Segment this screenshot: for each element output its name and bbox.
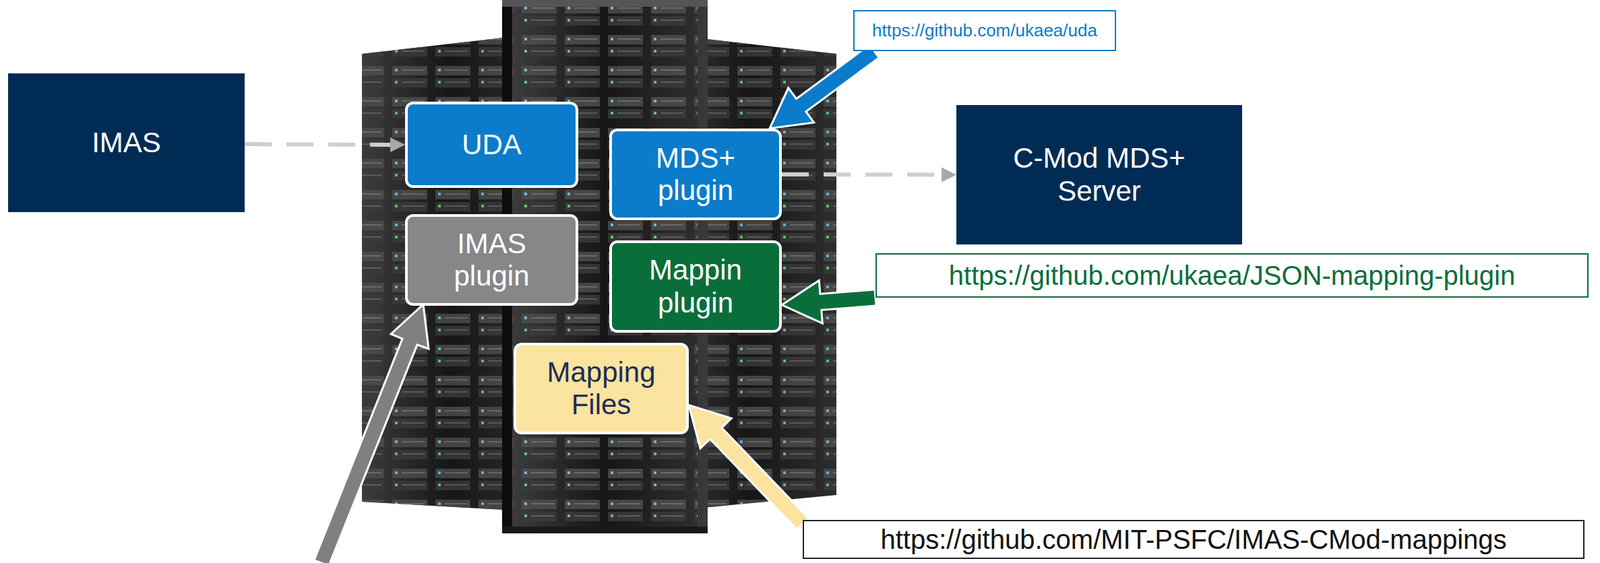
plugin-box: MDS+ plugin	[609, 128, 782, 222]
box-label: UDA	[461, 128, 522, 162]
system-box: IMAS	[8, 73, 245, 213]
url-box: https://github.com/ukaea/JSON-mapping-pl…	[875, 253, 1589, 298]
callout-arrow	[688, 405, 809, 531]
callout-arrow	[769, 44, 879, 129]
box-label: Mappin plugin	[624, 254, 767, 320]
server-box: C-Mod MDS+ Server	[956, 105, 1243, 245]
url-box: https://github.com/ukaea/uda	[853, 10, 1117, 52]
dashed-connector	[244, 137, 406, 153]
dashed-connector	[781, 167, 957, 183]
url-label: https://github.com/MIT-PSFC/IMAS-CMod-ma…	[880, 524, 1507, 556]
box-label: IMAS plugin	[421, 227, 563, 294]
plugin-box: IMAS plugin	[405, 214, 579, 307]
box-label: C-Mod MDS+ Server	[998, 142, 1201, 208]
box-label: MDS+ plugin	[624, 142, 767, 208]
system-box: UDA	[405, 101, 579, 189]
url-label: https://github.com/ukaea/JSON-mapping-pl…	[948, 260, 1516, 292]
url-label: https://github.com/ukaea/uda	[872, 20, 1098, 42]
callout-arrow	[781, 280, 877, 324]
files-box: Mapping Files	[513, 343, 689, 436]
box-label: Mapping Files	[530, 356, 672, 422]
plugin-box: Mappin plugin	[609, 240, 782, 333]
pointer-arrow	[314, 304, 429, 563]
url-box: https://github.com/MIT-PSFC/IMAS-CMod-ma…	[802, 520, 1585, 560]
box-label: IMAS	[91, 126, 162, 160]
